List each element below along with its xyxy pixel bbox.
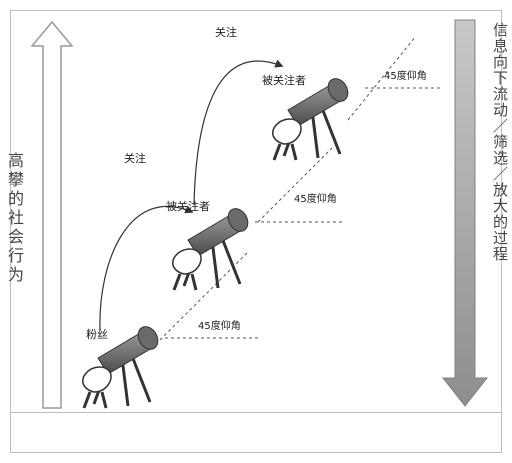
telescope-figure-middle [172, 208, 249, 291]
role-label-bottom: 粉丝 [86, 328, 108, 341]
follow-label-upper: 关注 [215, 26, 237, 39]
upward-arrow-icon [30, 20, 74, 409]
sight-line-top [347, 35, 417, 121]
angle-label-bottom: 45度仰角 [198, 321, 241, 332]
bottom-divider [10, 412, 502, 413]
right-axis-label: 信息向下流动／筛选／放大的过程 [491, 22, 509, 262]
left-axis-label: 高攀的社会行为 [5, 152, 24, 285]
role-label-top: 被关注者 [262, 74, 306, 87]
role-label-middle: 被关注者 [166, 200, 210, 213]
downward-arrow-icon [441, 19, 489, 407]
telescope-figure-top [272, 78, 349, 161]
telescope-figure-bottom [82, 326, 159, 409]
follow-label-lower: 关注 [124, 152, 146, 165]
angle-label-middle: 45度仰角 [294, 194, 337, 205]
follow-curve-lower [99, 205, 194, 331]
diagram-frame [10, 10, 502, 453]
follow-curve-upper [193, 59, 284, 206]
angle-label-top: 45度仰角 [384, 71, 427, 82]
